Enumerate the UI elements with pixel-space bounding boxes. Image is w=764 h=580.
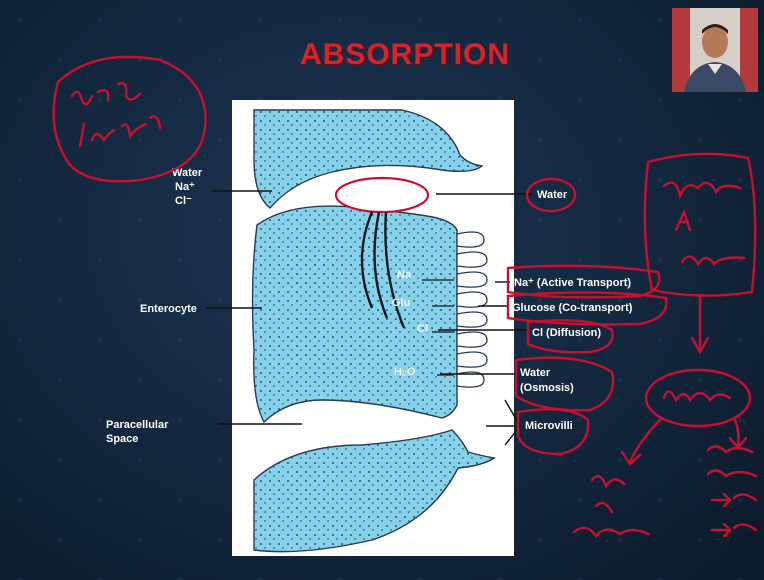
presenter-icon [672,8,758,92]
webcam-presenter [672,8,758,92]
